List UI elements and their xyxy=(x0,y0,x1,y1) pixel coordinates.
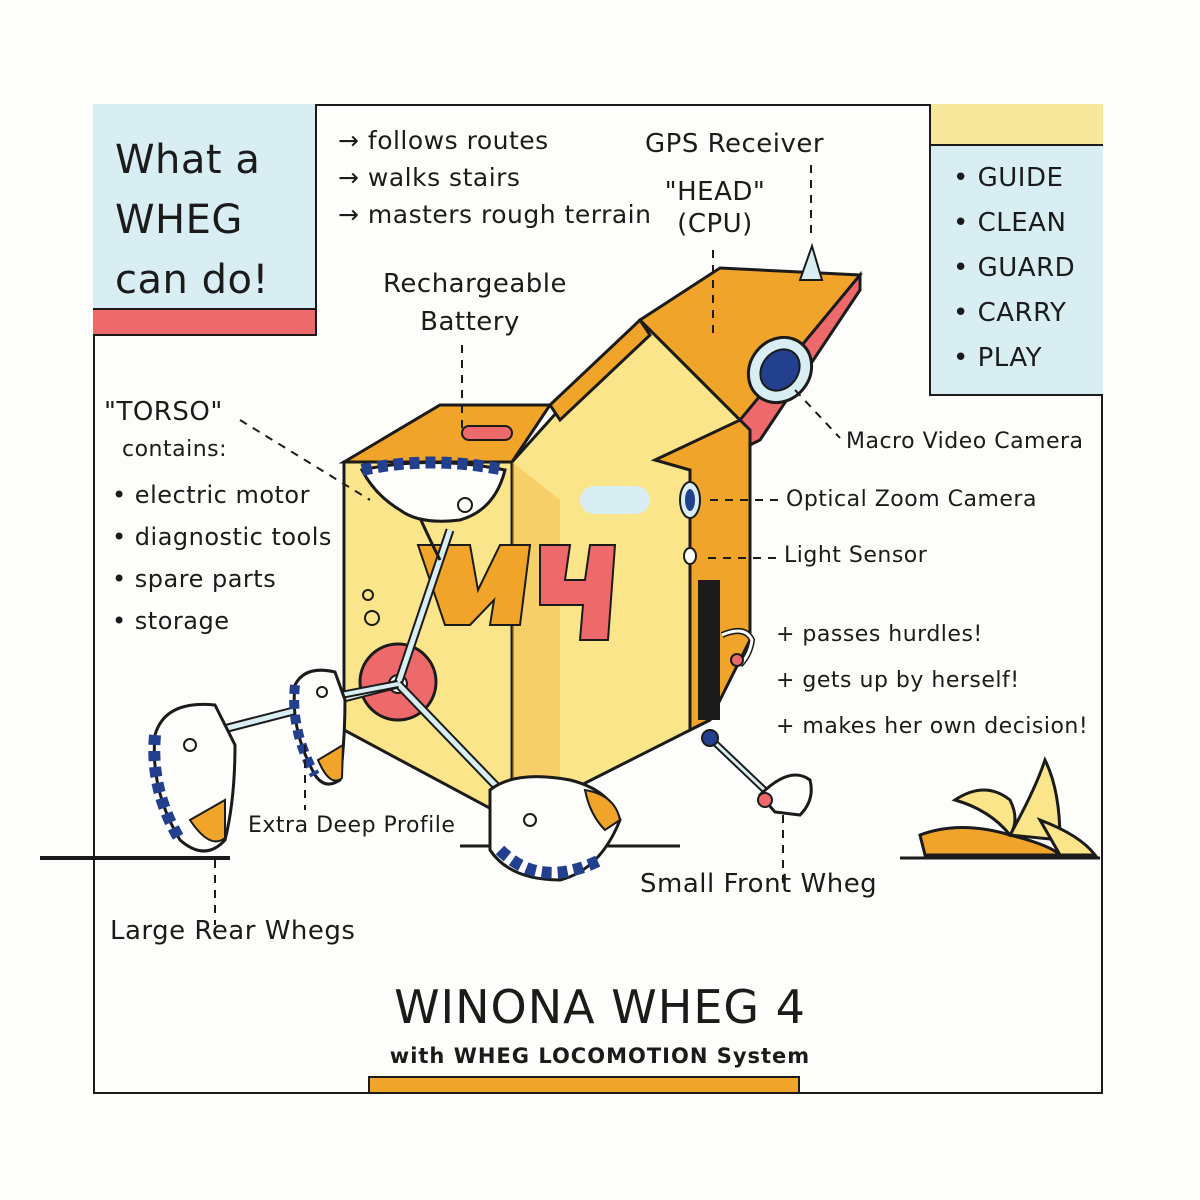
plus-item: + gets up by herself! xyxy=(776,668,1020,693)
task-item: CARRY xyxy=(953,291,1075,336)
ability-item: → walks stairs xyxy=(338,163,521,192)
front-wheg-arm xyxy=(720,628,756,668)
task-list: GUIDE CLEAN GUARD CARRY PLAY xyxy=(953,156,1075,381)
task-box: GUIDE CLEAN GUARD CARRY PLAY xyxy=(929,104,1103,396)
battery-label-line2: Battery xyxy=(420,307,520,337)
w4-mark-4 xyxy=(539,544,617,641)
torso-content-item: diagnostic tools xyxy=(112,516,332,558)
gps-label: GPS Receiver xyxy=(645,129,825,159)
rear-wheg-foot xyxy=(289,668,347,786)
torso-contents-list: electric motor diagnostic tools spare pa… xyxy=(112,474,332,642)
torso-content-item: storage xyxy=(112,600,332,642)
can-do-box: What a WHEG can do! xyxy=(93,104,317,336)
small-front-label: Small Front Wheg xyxy=(640,869,878,899)
zoom-camera-label: Optical Zoom Camera xyxy=(786,487,1037,512)
pluses-list: + passes hurdles! + gets up by herself! … xyxy=(776,612,1088,750)
extra-deep-label: Extra Deep Profile xyxy=(248,813,456,838)
task-item: GUARD xyxy=(953,246,1075,291)
abilities-list: → follows routes → walks stairs → master… xyxy=(338,122,651,233)
head-label: "HEAD" xyxy=(664,177,766,207)
large-rear-label: Large Rear Whegs xyxy=(110,916,356,946)
can-do-accent-bar xyxy=(93,308,315,334)
task-item: PLAY xyxy=(953,336,1075,381)
task-accent-bar xyxy=(931,104,1103,146)
macro-camera-label: Macro Video Camera xyxy=(846,429,1084,454)
can-do-title: What a WHEG can do! xyxy=(115,137,269,303)
banana-peel xyxy=(918,756,1099,857)
plus-item: + passes hurdles! xyxy=(776,622,983,647)
w4-mark-w xyxy=(416,544,532,626)
torso-top xyxy=(338,403,553,464)
product-subtitle: with WHEG LOCOMOTION System xyxy=(389,1044,811,1068)
neck-top xyxy=(548,317,652,423)
side-window xyxy=(580,486,650,514)
torso-title: "TORSO" xyxy=(104,397,223,427)
light-sensor-label: Light Sensor xyxy=(784,543,928,568)
plus-item: + makes her own decision! xyxy=(776,714,1089,739)
battery-hatch xyxy=(461,425,513,441)
rear-wheg-foot xyxy=(148,702,237,853)
front-wheg-foot xyxy=(757,773,813,817)
cpu-label: (CPU) xyxy=(677,209,753,239)
leader-lines xyxy=(214,165,841,925)
task-item: CLEAN xyxy=(953,201,1075,246)
torso-content-item: spare parts xyxy=(112,558,332,600)
light-sensor xyxy=(683,547,697,565)
ability-item: → masters rough terrain xyxy=(338,200,652,229)
battery-label-line1: Rechargeable xyxy=(383,269,567,299)
front-leg-slot xyxy=(698,580,720,720)
rear-wheg-foot xyxy=(488,775,622,882)
rear-wheg-foot xyxy=(359,456,507,561)
torso-content-item: electric motor xyxy=(112,474,332,516)
title-accent-bar xyxy=(368,1076,800,1094)
gps-antenna xyxy=(798,242,824,281)
task-item: GUIDE xyxy=(953,156,1075,201)
ability-item: → follows routes xyxy=(338,126,549,155)
torso-contains: contains: xyxy=(122,437,228,462)
product-title: WINONA WHEG 4 xyxy=(394,980,806,1034)
